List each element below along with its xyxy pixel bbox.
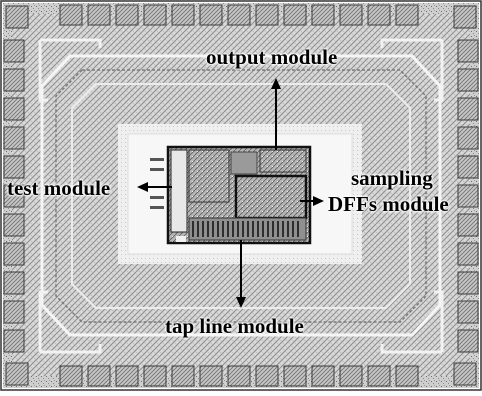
bond-pad — [311, 4, 335, 26]
bond-pad — [457, 184, 479, 208]
bond-pad — [457, 155, 479, 179]
bond-pad — [255, 4, 279, 26]
label-test-module: test module — [7, 176, 111, 200]
bond-pad — [3, 329, 25, 353]
bond-pad — [3, 184, 25, 208]
bond-pad — [457, 126, 479, 150]
bond-pad — [3, 242, 25, 266]
bond-pad — [453, 5, 477, 29]
bond-pad — [283, 365, 307, 387]
bond-pad — [457, 68, 479, 92]
bond-pad — [395, 365, 419, 387]
bond-pad — [255, 365, 279, 387]
bond-pad — [457, 242, 479, 266]
label-output-module: output module — [206, 45, 338, 69]
bond-pad — [453, 362, 477, 386]
bond-pad — [227, 365, 251, 387]
bond-pad — [367, 365, 391, 387]
bond-pad — [457, 300, 479, 324]
bond-pad — [87, 365, 111, 387]
bond-pad — [115, 365, 139, 387]
bond-pad — [227, 4, 251, 26]
bond-pad — [311, 365, 335, 387]
bond-pad — [3, 213, 25, 237]
label-sampling: sampling — [351, 166, 433, 190]
bond-pad — [457, 213, 479, 237]
bond-pad — [3, 300, 25, 324]
bond-pad — [199, 365, 223, 387]
bond-pad — [3, 39, 25, 63]
label-tap-line-module: tap line module — [165, 314, 304, 338]
bond-pad — [457, 39, 479, 63]
bond-pad — [367, 4, 391, 26]
bond-pad — [5, 362, 29, 386]
bond-pad — [283, 4, 307, 26]
bond-pad — [143, 365, 167, 387]
bond-pad — [143, 4, 167, 26]
bond-pad — [5, 5, 29, 29]
bond-pad — [3, 126, 25, 150]
bond-pads — [3, 4, 479, 387]
bond-pad — [395, 4, 419, 26]
bond-pad — [3, 271, 25, 295]
bond-pad — [59, 365, 83, 387]
bond-pad — [199, 4, 223, 26]
bond-pad — [457, 329, 479, 353]
bond-pad — [3, 68, 25, 92]
bond-pad — [87, 4, 111, 26]
bond-pad — [171, 4, 195, 26]
bond-pad — [457, 271, 479, 295]
label-dffs-module: DFFs module — [328, 192, 449, 216]
bond-pad — [339, 4, 363, 26]
bond-pad — [3, 97, 25, 121]
bond-pad — [3, 155, 25, 179]
bond-pad — [115, 4, 139, 26]
bond-pad — [59, 4, 83, 26]
bond-pad — [457, 97, 479, 121]
bond-pad — [171, 365, 195, 387]
bond-pad — [339, 365, 363, 387]
